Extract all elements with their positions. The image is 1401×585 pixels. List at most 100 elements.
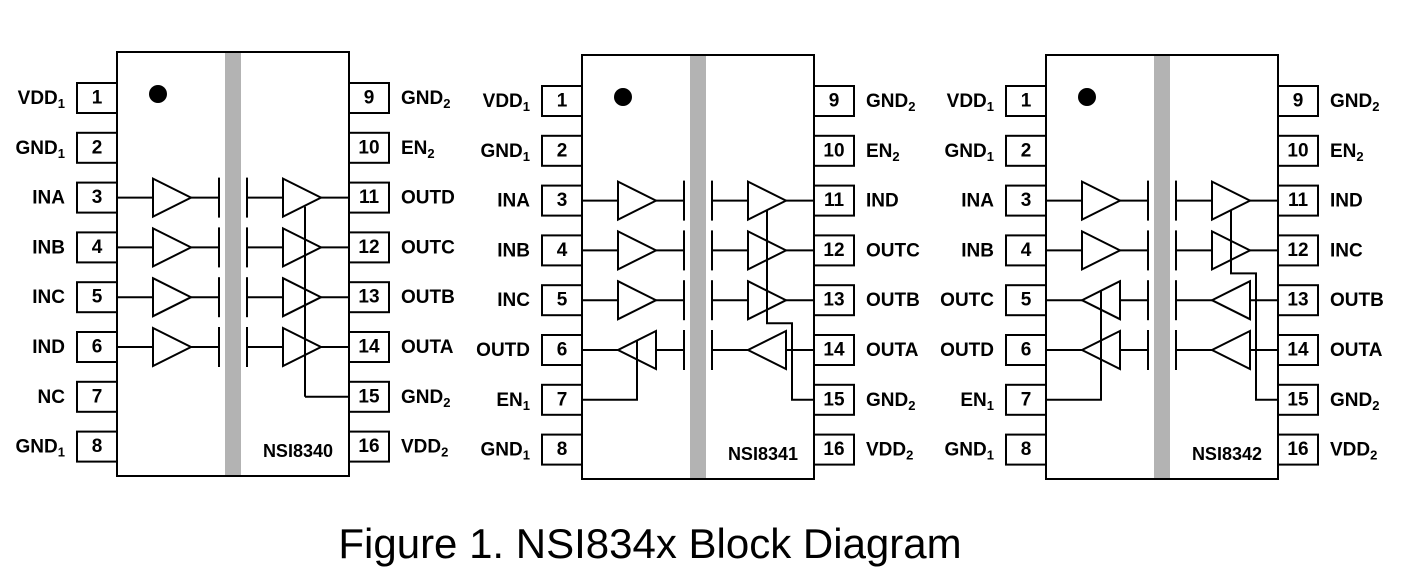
pin-label-text: OUTC: [940, 290, 994, 311]
pin-box: [1005, 334, 1047, 366]
pin-number: 12: [358, 237, 379, 258]
pin-label: GND2: [1330, 389, 1379, 412]
pin-label-subscript: 1: [58, 444, 65, 459]
pin-label: IND: [866, 190, 899, 211]
pin-number: 7: [92, 386, 103, 407]
pin-number: 15: [358, 386, 380, 407]
pin-label-text: EN: [866, 140, 892, 161]
pin-label: OUTB: [401, 287, 455, 308]
pin-label: INA: [32, 187, 65, 208]
pin-label-subscript: 1: [58, 96, 65, 111]
pin-label-subscript: 1: [523, 447, 530, 462]
pin-box: [348, 131, 390, 164]
pin-box: [541, 134, 583, 167]
channel-3: [117, 176, 349, 219]
pin-number: 5: [557, 290, 568, 311]
input-buffer: [152, 176, 194, 219]
output-buffer: [282, 276, 324, 318]
pin-number: 3: [1021, 190, 1032, 211]
figure-caption: Figure 1. NSI834x Block Diagram: [338, 520, 962, 567]
isolation-barrier: [1154, 56, 1170, 478]
en2-bus: [1230, 259, 1278, 401]
pin-label: OUTB: [866, 290, 920, 311]
pin-box: [348, 380, 390, 413]
pin-number: 15: [1287, 389, 1309, 410]
input-buffer: [1081, 229, 1123, 272]
pin-number: 9: [364, 88, 375, 109]
pin-label-text: OUTB: [866, 290, 920, 311]
pin-label-text: INC: [497, 290, 530, 311]
pin-label: INC: [1330, 240, 1363, 261]
pin-label-text: NC: [38, 386, 66, 407]
pin-label: EN2: [1330, 140, 1364, 163]
pin1-dot: [614, 88, 632, 106]
pin-number: 1: [557, 91, 568, 112]
pin-label: GND2: [1330, 91, 1379, 114]
pin-box: [541, 234, 583, 267]
pin-label-text: INC: [1330, 240, 1363, 261]
pin-box: [348, 82, 390, 114]
pin-label-text: GND: [401, 386, 443, 407]
pin-label: IND: [32, 337, 65, 358]
pin-label-text: OUTD: [401, 187, 455, 208]
pin-number: 4: [1021, 240, 1032, 261]
output-buffer: [282, 326, 324, 368]
pin-label-subscript: 2: [1370, 447, 1377, 462]
pin-number: 11: [359, 187, 380, 208]
isolation-barrier: [225, 53, 241, 475]
pin-number: 13: [358, 287, 379, 308]
pin-label: GND1: [481, 140, 530, 163]
input-buffer: [152, 226, 194, 269]
pin-label-subscript: 2: [906, 447, 913, 462]
pin-box: [541, 184, 583, 217]
pin-label: INB: [497, 240, 530, 261]
pin-box: [1005, 433, 1047, 466]
pin-label: GND2: [401, 88, 450, 111]
pin-number: 10: [358, 137, 379, 158]
pin-box: [1005, 85, 1047, 117]
channel-4: [117, 226, 349, 269]
pin-label-text: GND: [16, 436, 58, 457]
pin-number: 16: [358, 436, 379, 457]
pin-number: 5: [92, 287, 103, 308]
pin-label-text: INC: [32, 287, 65, 308]
pin-label-text: GND: [481, 140, 523, 161]
pin-number: 16: [1287, 439, 1308, 460]
pin-label-text: OUTA: [401, 337, 454, 358]
input-buffer: [745, 329, 787, 371]
pin-label-subscript: 2: [443, 394, 450, 409]
pin-label: OUTC: [940, 290, 994, 311]
pin-label-text: OUTC: [401, 237, 455, 258]
pin-label: GND2: [866, 389, 915, 412]
pin-label-text: EN: [401, 137, 427, 158]
pin-label: INC: [32, 287, 65, 308]
pin-number: 3: [92, 187, 103, 208]
pin-label-text: IND: [32, 337, 65, 358]
pin-box: [1277, 334, 1319, 366]
pin-label: EN2: [401, 137, 435, 160]
pin-label-text: VDD: [483, 91, 523, 112]
pin-number: 16: [823, 439, 844, 460]
pin-label: NC: [38, 386, 66, 407]
pin-label-text: VDD: [1330, 439, 1370, 460]
pin-number: 4: [557, 240, 568, 261]
pin-label-text: IND: [866, 190, 899, 211]
pin-box: [813, 85, 855, 117]
pin-label-subscript: 2: [1356, 148, 1363, 163]
pin-label-subscript: 2: [908, 397, 915, 412]
pin-label: INA: [961, 190, 994, 211]
pin-label: VDD1: [18, 88, 65, 111]
pin-number: 10: [823, 140, 844, 161]
pin-box: [813, 134, 855, 167]
pin-label-text: INA: [961, 190, 994, 211]
pin-label-text: INB: [32, 237, 65, 258]
pin-label-subscript: 1: [987, 397, 994, 412]
pin-label: OUTD: [476, 340, 530, 361]
pin-label-text: GND: [866, 91, 908, 112]
pin-label: GND1: [945, 439, 994, 462]
pin-label-subscript: 2: [1372, 397, 1379, 412]
pin-box: [76, 430, 118, 463]
